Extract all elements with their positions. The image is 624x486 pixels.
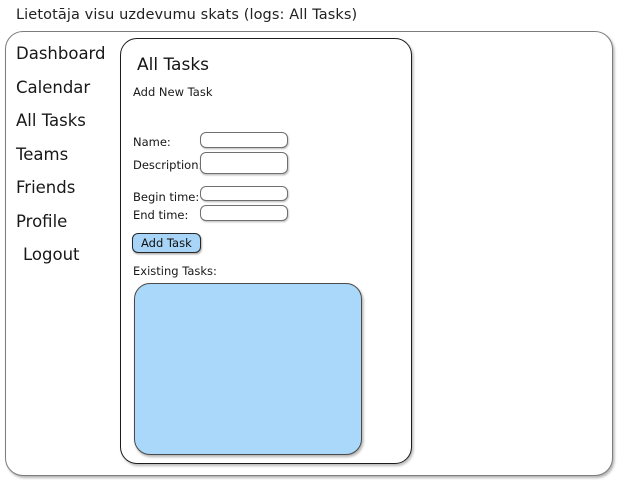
end-time-field-row: End time:	[133, 208, 188, 223]
existing-tasks-label: Existing Tasks:	[133, 264, 217, 278]
sidebar-item-dashboard[interactable]: Dashboard	[16, 44, 106, 63]
begin-time-field-label: Begin time:	[133, 190, 200, 204]
end-time-input[interactable]	[200, 205, 288, 221]
page-title: All Tasks	[137, 55, 210, 75]
description-input[interactable]	[200, 152, 288, 174]
sidebar-item-all-tasks[interactable]: All Tasks	[16, 111, 86, 130]
begin-time-input[interactable]	[200, 186, 288, 201]
existing-tasks-list[interactable]	[134, 283, 362, 455]
sidebar-item-profile[interactable]: Profile	[16, 211, 68, 231]
end-time-field-label: End time:	[133, 208, 189, 222]
diagram-caption: Lietotāja visu uzdevumu skats (logs: All…	[16, 7, 358, 23]
sidebar-item-teams[interactable]: Teams	[16, 144, 69, 164]
add-new-task-heading: Add New Task	[133, 85, 213, 99]
name-field-row: Name:	[133, 135, 171, 150]
sidebar-item-calendar[interactable]: Calendar	[16, 77, 91, 97]
name-input[interactable]	[200, 132, 288, 148]
name-field-label: Name:	[133, 135, 171, 149]
sidebar-item-friends[interactable]: Friends	[16, 178, 76, 197]
sidebar-item-logout[interactable]: Logout	[23, 245, 80, 264]
sidebar-nav: Dashboard Calendar All Tasks Teams Frien…	[14, 44, 118, 279]
add-task-button[interactable]: Add Task	[132, 233, 201, 253]
description-field-label: Description:	[133, 158, 203, 172]
description-field-row: Description:	[133, 158, 202, 173]
begin-time-field-row: Begin time:	[133, 190, 199, 205]
